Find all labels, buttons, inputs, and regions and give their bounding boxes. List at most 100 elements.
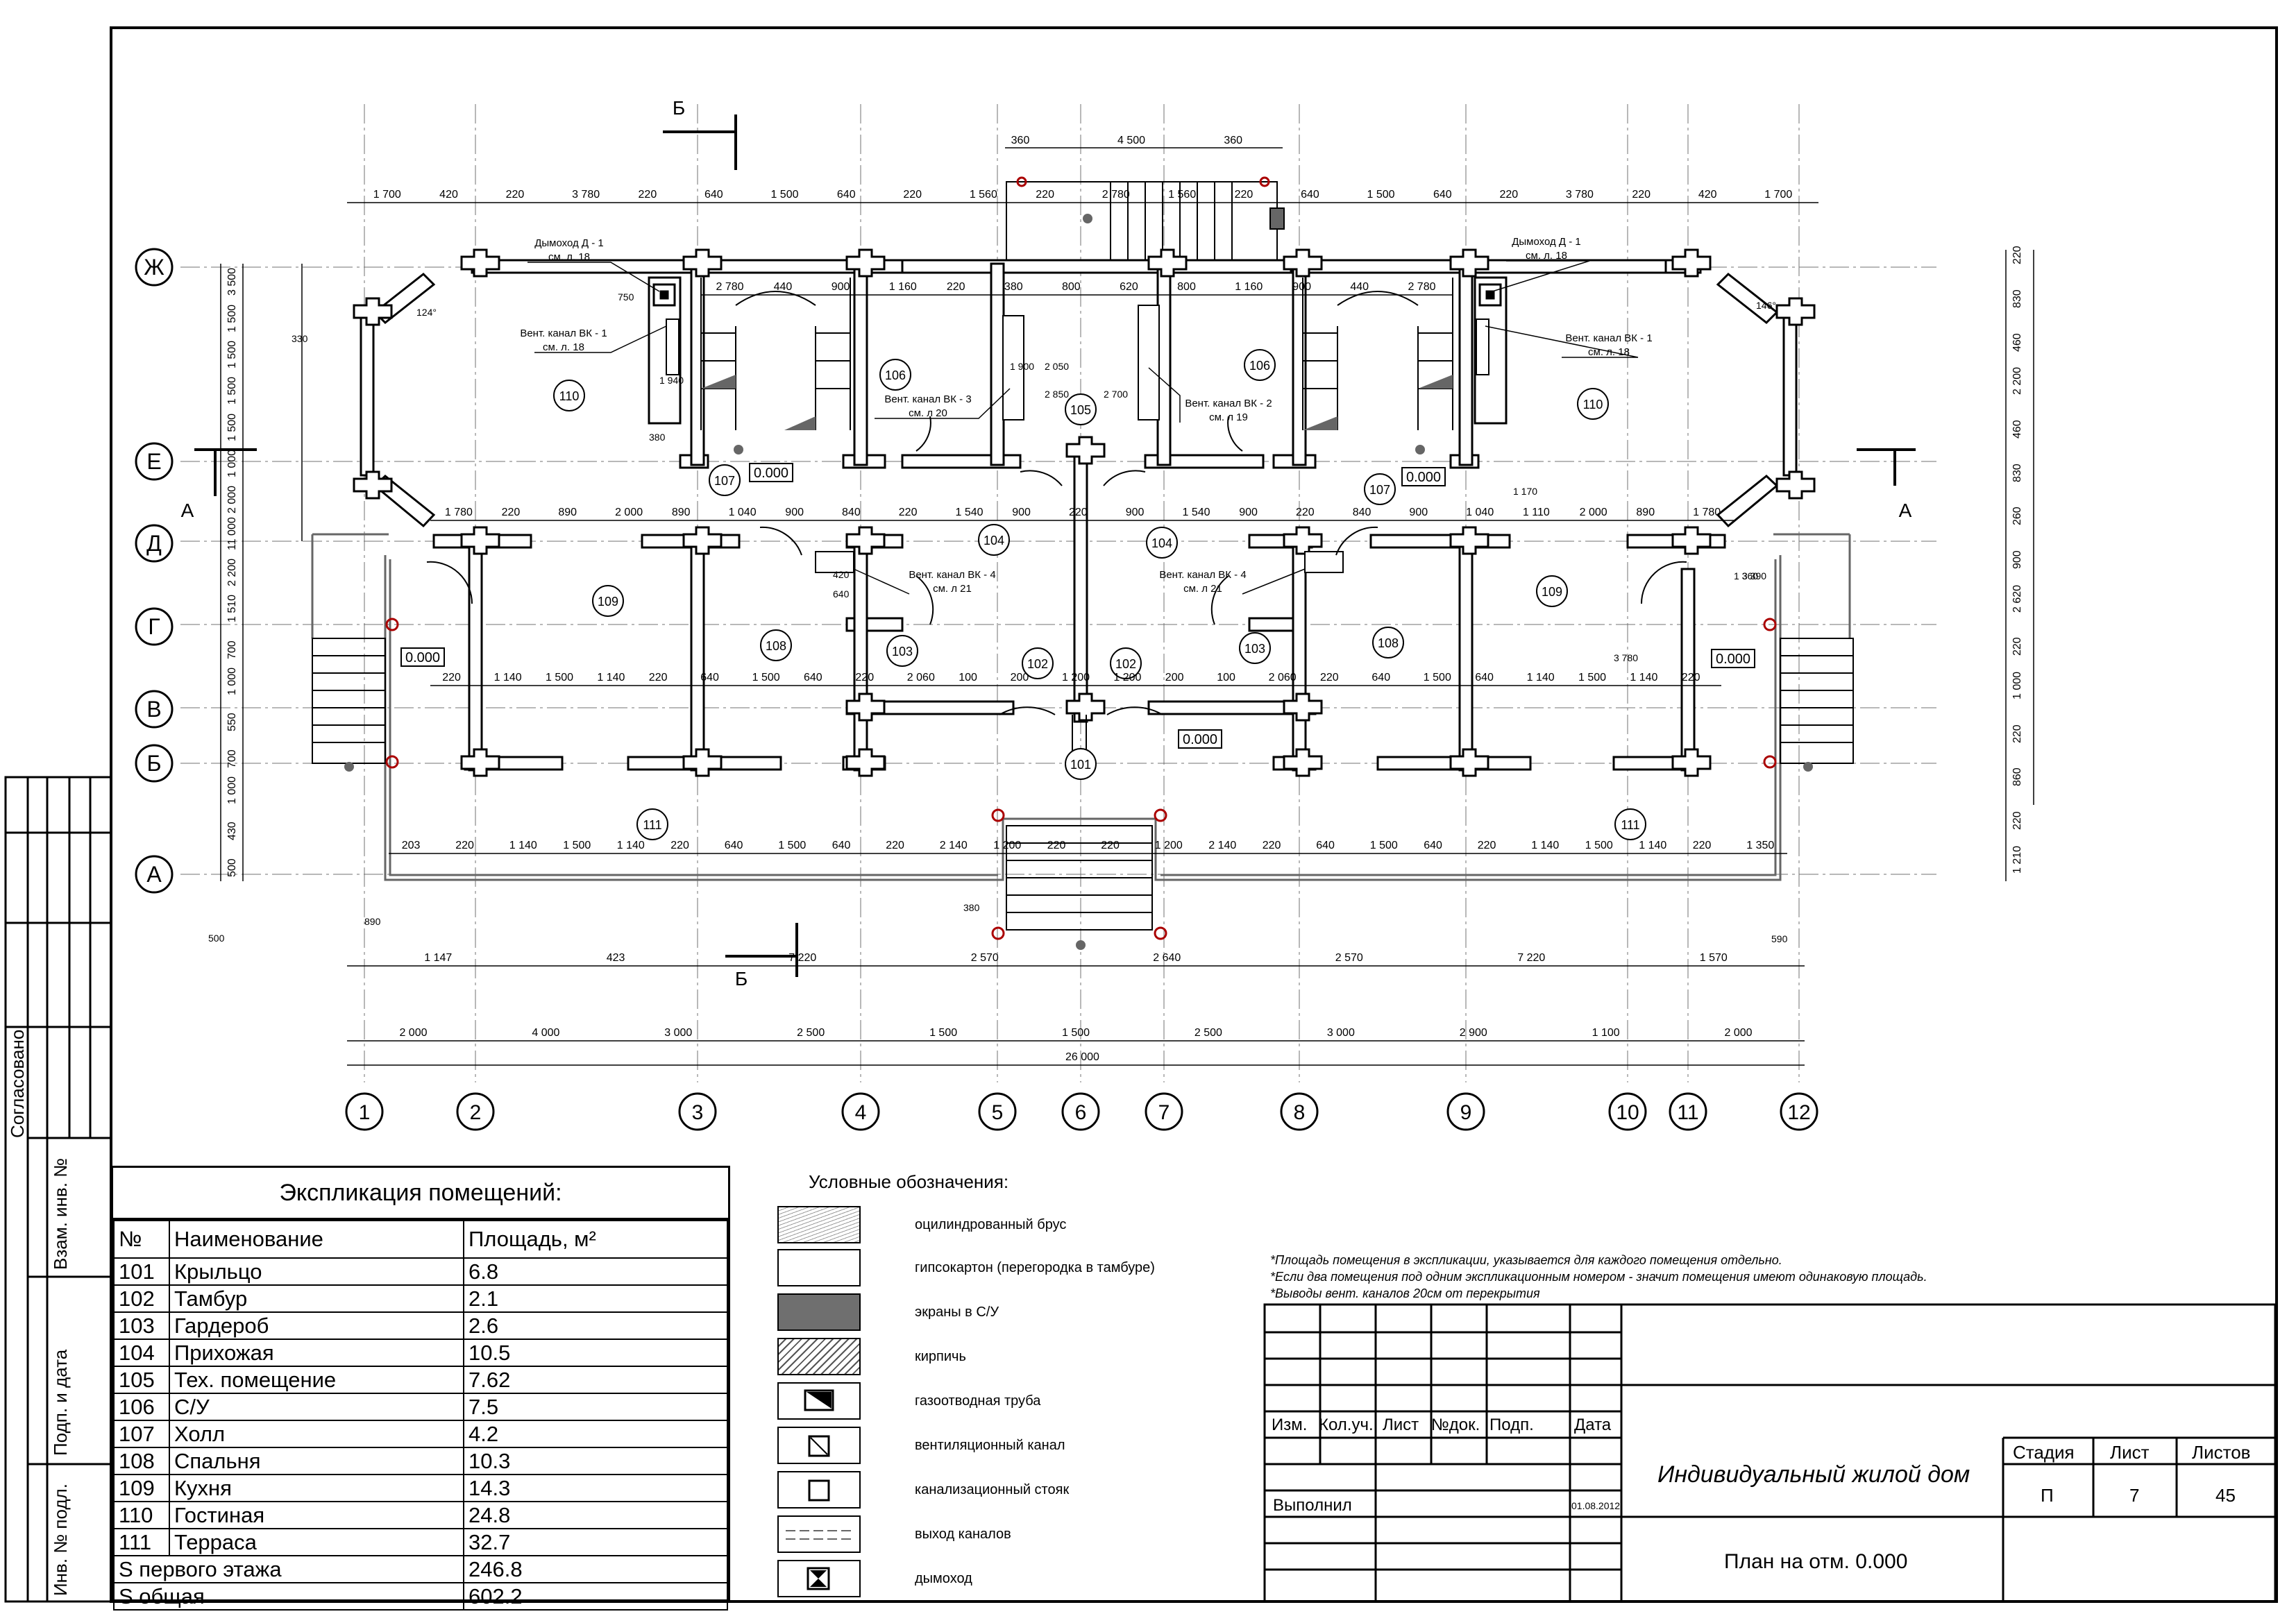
dimension-label: 1 100 (1592, 1027, 1620, 1039)
dimension-label: 1 160 (1235, 281, 1263, 293)
svg-text:103: 103 (892, 645, 913, 658)
dimension-label: 380 (649, 432, 666, 443)
svg-text:0.000: 0.000 (405, 650, 440, 665)
dimension-label: 1 140 (597, 672, 625, 683)
stamp-col-doc: №док. (1431, 1416, 1480, 1434)
dimension-label: 1 700 (1764, 189, 1793, 201)
dimension-label: 890 (364, 916, 381, 927)
dimension-label: 500 (208, 933, 225, 944)
svg-text:6: 6 (1075, 1101, 1087, 1124)
stair-arrow (701, 375, 736, 389)
svg-text:0.000: 0.000 (1716, 652, 1750, 667)
dimension-label: 220 (1477, 840, 1496, 851)
dimension-label: 1 500 (770, 189, 799, 201)
stamp-col-count: Кол.уч. (1319, 1416, 1374, 1434)
dimension-label: 7 220 (1517, 952, 1546, 964)
svg-text:Вент. канал ВК - 4: Вент. канал ВК - 4 (909, 569, 995, 581)
dimension-label: 1 140 (616, 840, 645, 851)
svg-text:0.000: 0.000 (1406, 470, 1441, 485)
axis-letter-bubbles (135, 248, 174, 894)
axis-number-bubbles (345, 1092, 1818, 1131)
svg-text:Б: Б (673, 97, 685, 119)
dimension-label: 1 780 (1693, 507, 1721, 518)
dimension-label: 1 140 (1639, 840, 1667, 851)
dimension-label: 890 (1636, 507, 1655, 518)
total-dimension: 26 000 (1065, 1051, 1099, 1063)
dimension-label: 1 500 (778, 840, 807, 851)
dimension-label: 100 (1217, 672, 1235, 683)
svg-text:109: 109 (598, 595, 618, 609)
gas-pipe-icon (777, 1382, 861, 1420)
sewer-riser-icon (777, 1471, 861, 1509)
dimension-label: 1 700 (373, 189, 401, 201)
level-marks: 0.000 0.000 0.000 0.000 0.000 (400, 463, 1755, 749)
dimension-label: 220 (1101, 840, 1120, 851)
svg-text:Дымоход Д - 1: Дымоход Д - 1 (1512, 236, 1581, 248)
dimension-label: 2 780 (1101, 189, 1130, 201)
svg-text:104: 104 (984, 534, 1004, 547)
drywall-swatch (777, 1249, 861, 1286)
svg-text:Вент. канал ВК - 1: Вент. канал ВК - 1 (1565, 332, 1652, 344)
dimension-label: 1 500 (929, 1027, 958, 1039)
section-markers (194, 114, 1916, 977)
dimension-label: 220 (1499, 189, 1519, 201)
dimension-label: 203 (401, 840, 421, 851)
dimension-label: 1 500 (1423, 672, 1451, 683)
dimension-label: 2 000 (1579, 507, 1607, 518)
dimension-label: 4 500 (1117, 135, 1146, 146)
dimension-label: 2 700 (1104, 389, 1129, 400)
svg-text:110: 110 (1583, 398, 1603, 411)
svg-text:5: 5 (992, 1101, 1004, 1124)
dimension-label: 100 (959, 672, 977, 683)
stamp-col-date: Дата (1574, 1416, 1612, 1434)
dimension-label: 200 (1165, 672, 1184, 683)
dimension-label: 1 500 (752, 672, 780, 683)
svg-text:106: 106 (885, 368, 906, 382)
svg-text:9: 9 (1460, 1101, 1472, 1124)
dimension-label: 3 780 (1565, 189, 1594, 201)
explication-title: Экспликация помещений: (113, 1168, 728, 1220)
explication-table: Экспликация помещений: № Наименование Пл… (111, 1166, 730, 1611)
sheet-title: План на отм. 0.000 (1724, 1550, 1908, 1573)
dimension-label: 800 (1062, 281, 1081, 293)
dimension-label: 1 140 (493, 672, 522, 683)
svg-text:104: 104 (1151, 536, 1172, 550)
dimension-label: 890 (671, 507, 691, 518)
dimension-label: 2 900 (1459, 1027, 1487, 1039)
sheets-value: 45 (2215, 1485, 2236, 1506)
dimension-label: 423 (606, 952, 625, 964)
gas-pipe (1269, 207, 1285, 230)
dimension-label: 380 (1004, 281, 1023, 293)
svg-text:11: 11 (1677, 1101, 1698, 1124)
svg-text:Д: Д (146, 531, 162, 556)
dimension-label: 220 (648, 672, 668, 683)
dimension-label: 220 (1047, 840, 1066, 851)
dimension-label: 2 850 (1045, 389, 1070, 400)
stamp-date: 01.08.2012 (1571, 1500, 1621, 1511)
dimension-label: 2 780 (1408, 281, 1436, 293)
dimension-label: 3 780 (1614, 652, 1639, 663)
svg-text:107: 107 (1369, 483, 1390, 497)
stair-arrow (784, 416, 816, 430)
svg-text:108: 108 (766, 639, 786, 653)
stage-label: Стадия (2013, 1442, 2075, 1463)
svg-text:0.000: 0.000 (1183, 732, 1217, 747)
dimension-label: 440 (773, 281, 793, 293)
dimension-label: 440 (1350, 281, 1369, 293)
dimension-label: 220 (455, 840, 474, 851)
axis-letters: Ж Е Д Г В Б А (144, 255, 164, 887)
dimension-label: 220 (903, 189, 922, 201)
dimension-label: 220 (1692, 840, 1712, 851)
dimension-label: 330 (292, 333, 308, 344)
svg-text:105: 105 (1070, 403, 1091, 417)
dimension-label: 900 (831, 281, 850, 293)
terrace (311, 533, 1851, 881)
room-numbers: 110 106 105 106 110 107 107 104 104 109 … (559, 359, 1640, 832)
note-2: *Если два помещения под одним экспликаци… (1270, 1270, 1927, 1284)
dimension-label: 900 (1292, 281, 1311, 293)
col-name-header: Наименование (169, 1220, 464, 1259)
svg-text:102: 102 (1115, 657, 1136, 671)
